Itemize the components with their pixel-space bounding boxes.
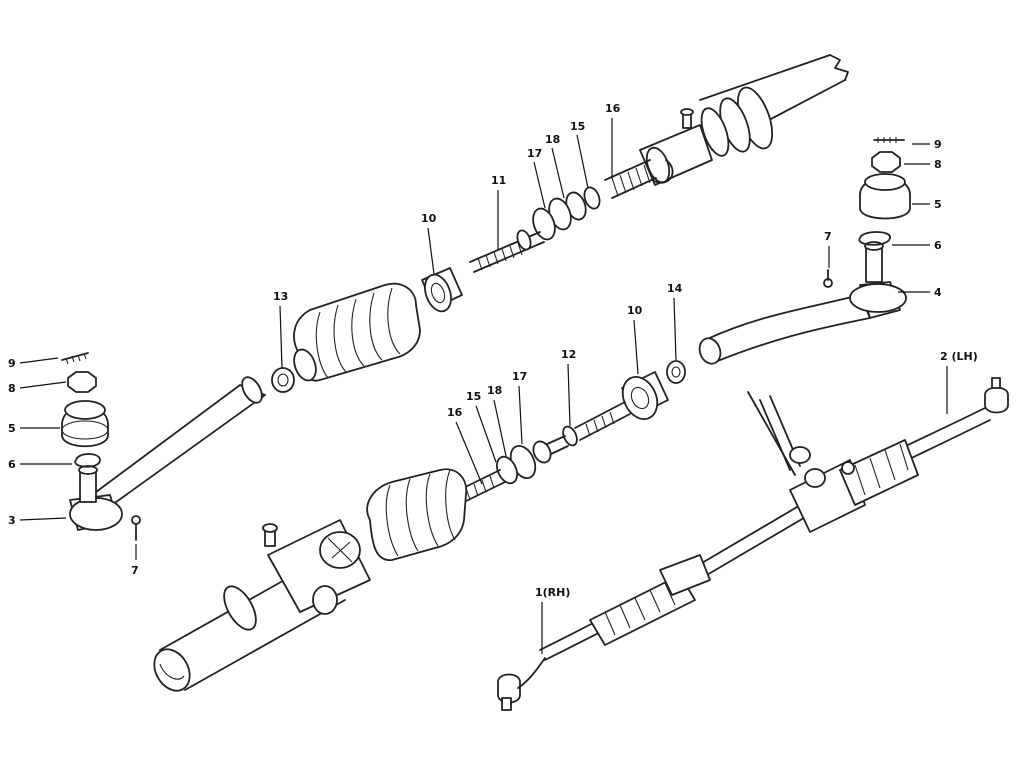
callout-14: 14 [667, 282, 683, 295]
callout-15-upper: 15 [570, 120, 585, 133]
callout-1-rh: 1(RH) [535, 586, 570, 599]
callout-10-upper: 10 [421, 212, 437, 225]
callout-5-right: 5 [934, 198, 942, 211]
callout-7-left: 7 [131, 564, 139, 577]
right-ball-joint-parts [859, 137, 911, 220]
middle-inner-rod [454, 360, 686, 505]
callout-8-left: 8 [8, 382, 16, 395]
cotter-pin-left [131, 515, 141, 541]
upper-boot-assembly [293, 267, 463, 382]
upper-inner-rod [469, 159, 657, 273]
callout-6-right: 6 [934, 239, 942, 252]
callout-15-lower: 15 [466, 390, 481, 403]
nut-13 [271, 367, 295, 393]
callout-9-right: 9 [934, 138, 942, 151]
callout-4: 4 [934, 286, 942, 299]
callout-5-left: 5 [8, 422, 16, 435]
callout-13: 13 [273, 290, 288, 303]
callout-16-lower: 16 [447, 406, 463, 419]
callout-8-right: 8 [934, 158, 942, 171]
callout-2-lh: 2 (LH) [940, 350, 978, 363]
left-tie-rod [69, 376, 266, 531]
callout-17-lower: 17 [512, 370, 527, 383]
callout-17-upper: 17 [527, 147, 542, 160]
callout-18-upper: 18 [545, 133, 560, 146]
callout-6-left: 6 [8, 458, 16, 471]
callout-12: 12 [561, 348, 576, 361]
leader-lines [19, 118, 948, 654]
callout-labels: 9 8 5 6 4 7 16 15 18 17 11 10 13 14 10 1… [8, 102, 978, 599]
callout-9-left: 9 [8, 357, 16, 370]
assembled-steering-rack [497, 377, 1009, 711]
upper-rack-housing [639, 54, 849, 186]
callout-7-right: 7 [824, 230, 832, 243]
callout-10-lower: 10 [627, 304, 643, 317]
callout-16-upper: 16 [605, 102, 621, 115]
lower-rack-housing [153, 468, 468, 692]
callout-11: 11 [491, 174, 506, 187]
callout-18-lower: 18 [487, 384, 502, 397]
left-ball-joint-parts [61, 352, 109, 448]
cotter-pin-right [823, 269, 833, 288]
callout-3: 3 [8, 514, 16, 527]
right-tie-rod [698, 231, 907, 365]
